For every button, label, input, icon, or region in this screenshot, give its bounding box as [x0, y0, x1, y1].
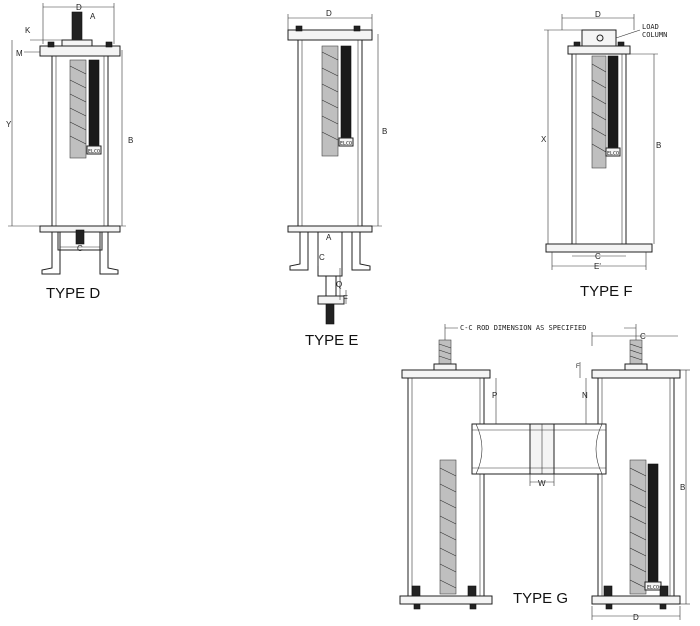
type-f-brand-label: ELCO [607, 151, 619, 157]
type-e-dim-f: F [343, 294, 348, 303]
type-f-dim-x: X [541, 135, 547, 144]
type-g-left-top-plate [401, 369, 491, 379]
type-e-brand-label: ELCO [340, 141, 352, 147]
type-g-cc-rod-label: C-C ROD DIMENSION AS SPECIFIED [460, 324, 586, 332]
type-g-left-spring [439, 459, 457, 595]
type-f-dim-d: D [595, 10, 601, 19]
type-g-dim-c: C [640, 332, 646, 341]
type-e-dim-a: A [326, 233, 332, 242]
type-g-dim-w: W [538, 479, 546, 488]
type-g-load-scale [647, 463, 659, 583]
type-g-dim-d: D [633, 613, 639, 622]
type-d-dim-y: Y [6, 120, 12, 129]
type-g-title: TYPE G [513, 590, 568, 607]
type-d-dim-b: B [128, 136, 133, 145]
type-d-top-plate [39, 45, 121, 57]
type-e-dim-q: Q [336, 280, 342, 289]
type-d-threaded-rod [71, 11, 83, 45]
type-f-top-plate [567, 45, 631, 55]
type-g-dim-p: P [492, 391, 497, 400]
type-g-right-base-plate [591, 595, 681, 605]
type-f-dim-e: E' [594, 262, 601, 271]
type-d-drawing: D A K M ELCO Y B [6, 3, 133, 275]
type-e-load-scale [340, 45, 352, 139]
type-f-label-column: COLUMN [642, 31, 667, 39]
type-d-dim-k: K [25, 26, 31, 35]
type-g-drawing: C-C ROD DIMENSION AS SPECIFIED C ELCO [399, 321, 690, 622]
type-e-threaded-rod [325, 303, 335, 325]
type-g-dim-n: N [582, 391, 588, 400]
type-e-dim-b: B [382, 127, 387, 136]
type-f-dim-b: B [656, 141, 661, 150]
type-d-spring [69, 59, 87, 159]
type-f-load-column [581, 29, 617, 47]
type-f-label-load: LOAD [642, 23, 659, 31]
type-g-dim-b: B [680, 483, 685, 492]
type-g-dim-f: F [576, 364, 580, 370]
type-e-top-plate [287, 29, 373, 41]
type-f-drawing: D LOAD COLUMN ELCO X B C E' [541, 10, 667, 271]
type-f-spring [591, 55, 607, 169]
type-e-drawing: D ELCO B A C Q F [287, 9, 387, 325]
type-f-load-scale [607, 55, 619, 149]
type-e-dim-d: D [326, 9, 332, 18]
type-d-title: TYPE D [46, 285, 100, 302]
type-d-dim-m: M [16, 49, 23, 58]
type-d-dim-a: A [90, 12, 96, 21]
type-d-brand-label: ELCO [88, 149, 100, 155]
type-d-dim-d: D [76, 3, 82, 12]
type-f-title: TYPE F [580, 283, 633, 300]
type-g-left-base-plate [399, 595, 493, 605]
type-e-dim-c: C [319, 253, 325, 262]
type-f-dim-c: C [595, 252, 601, 261]
type-g-right-top-plate [591, 369, 681, 379]
type-g-right-spring [629, 459, 647, 595]
type-d-load-scale [88, 59, 100, 147]
type-f-base-plate [545, 243, 653, 253]
type-e-title: TYPE E [305, 332, 358, 349]
type-d-dim-c: C [77, 244, 83, 253]
type-e-spring [321, 45, 339, 157]
type-g-brand-label: ELCO [647, 585, 659, 591]
